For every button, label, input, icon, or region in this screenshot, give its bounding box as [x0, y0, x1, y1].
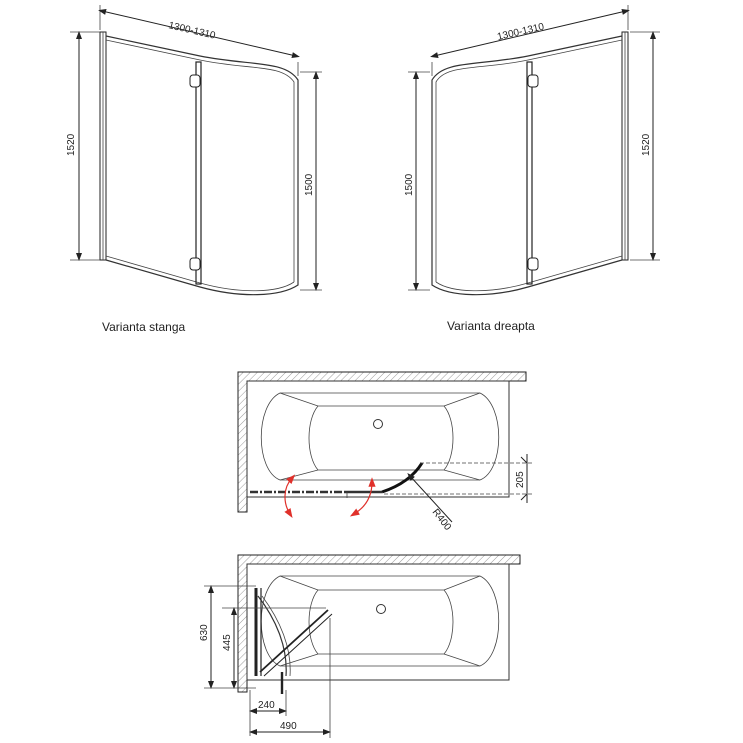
dim-width-left: 1300-1310	[167, 20, 216, 42]
dim-490: 490	[280, 721, 297, 732]
dim-205: 205	[515, 471, 526, 488]
dim-445: 445	[222, 634, 233, 651]
dim-width-right: 1300-1310	[496, 21, 545, 43]
swing-arrow-left	[284, 474, 296, 519]
plan-view-closed: 205 R400	[237, 371, 532, 533]
plan-view-open: 630 445 240 490	[199, 554, 521, 738]
left-variant-elevation: 1300-1310 1520 1500 Varianta stanga	[66, 5, 322, 334]
right-variant-elevation: 1300-1310 1520 1500 Varianta dreapta	[404, 5, 660, 333]
swing-arrow-right	[349, 477, 376, 517]
dim-240: 240	[258, 700, 275, 711]
dim-height-panel-right: 1500	[404, 173, 415, 196]
dim-height-panel-left: 1500	[304, 173, 315, 196]
dim-height-total-left: 1520	[66, 133, 77, 156]
caption-left-variant: Varianta stanga	[102, 320, 185, 334]
dim-height-total-right: 1520	[641, 133, 652, 156]
caption-right-variant: Varianta dreapta	[447, 319, 535, 333]
dim-630: 630	[199, 624, 210, 641]
